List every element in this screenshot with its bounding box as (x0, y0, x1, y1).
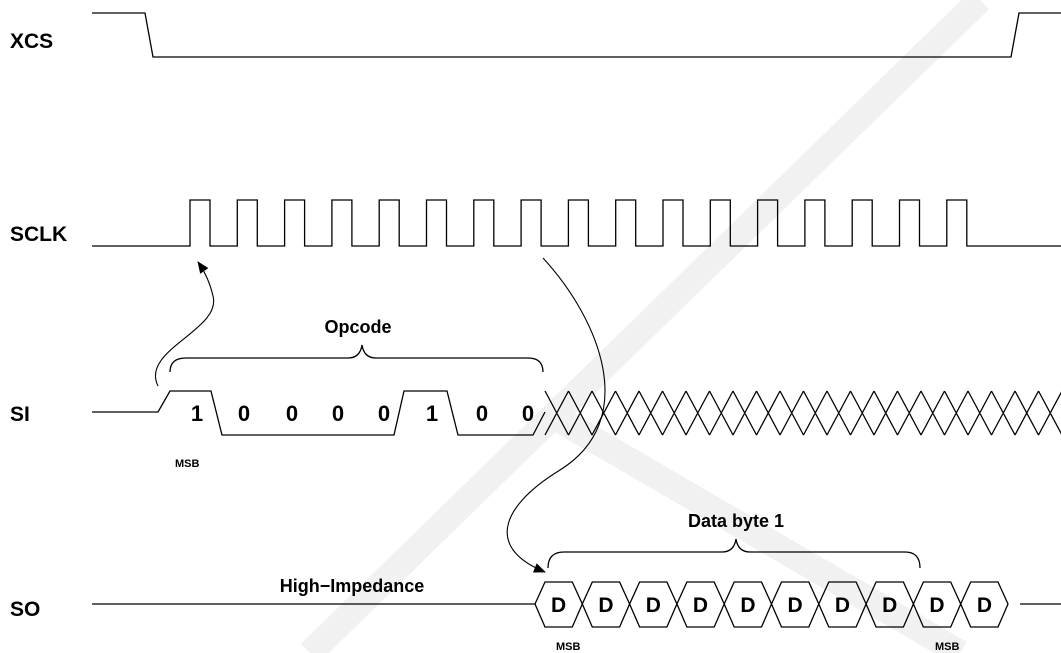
si-waveform (92, 390, 546, 436)
si-label: SI (10, 403, 30, 426)
si-bit-4: 0 (378, 401, 390, 426)
so-data-bit-0: D (551, 594, 566, 617)
so-data-bit-9: D (977, 594, 992, 617)
so-data-bit-2: D (646, 594, 661, 617)
so-msb-label-2: MSB (935, 641, 960, 653)
xcs-waveform (92, 12, 1061, 58)
watermark (300, 0, 990, 653)
so-output-arrow (506, 257, 606, 573)
si-dont-care-hatch (544, 390, 1061, 436)
sclk-first-edge-arrow (154, 261, 215, 387)
si-msb-label: MSB (175, 458, 200, 470)
so-data-bit-6: D (835, 594, 850, 617)
si-bit-group: 1 0 0 0 0 1 0 0 (191, 401, 534, 426)
high-impedance-label: High−Impedance (280, 576, 425, 596)
si-bit-1: 0 (238, 401, 250, 426)
so-msb-label-1: MSB (556, 641, 581, 653)
si-bit-3: 0 (332, 401, 344, 426)
si-bit-5: 1 (426, 401, 438, 426)
so-data-bit-5: D (788, 594, 803, 617)
so-data-bit-3: D (693, 594, 708, 617)
so-data-bit-4: D (740, 594, 755, 617)
so-data-hexagons (534, 581, 1009, 628)
so-data-bit-7: D (882, 594, 897, 617)
si-hatch-pattern (544, 390, 1061, 436)
xcs-label: XCS (10, 30, 53, 53)
opcode-label: Opcode (324, 317, 391, 337)
so-label: SO (10, 598, 40, 621)
sclk-label: SCLK (10, 223, 67, 246)
si-bit-0: 1 (191, 401, 203, 426)
si-bit-7: 0 (522, 401, 534, 426)
sclk-waveform (92, 199, 1061, 247)
data-byte-label: Data byte 1 (688, 511, 784, 531)
so-data-bit-1: D (598, 594, 613, 617)
opcode-brace (169, 344, 544, 373)
data-byte-brace (547, 538, 921, 569)
si-bit-2: 0 (286, 401, 298, 426)
si-bit-6: 0 (476, 401, 488, 426)
so-data-bit-8: D (929, 594, 944, 617)
